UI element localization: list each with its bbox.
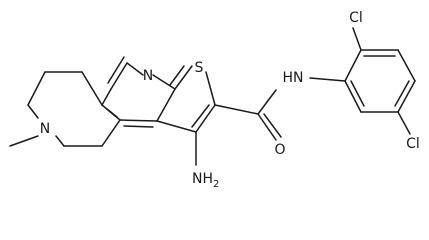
atom-label-amino: NH2: [192, 171, 219, 190]
amino-subscript: 2: [213, 179, 219, 190]
bond: [123, 125, 154, 128]
bond: [195, 104, 216, 133]
bond: [101, 119, 121, 147]
bond: [397, 80, 416, 113]
bond-set: [9, 27, 416, 166]
bond: [174, 65, 193, 90]
structure-canvas: N S HN O NH2 N Cl Cl: [9, 10, 420, 190]
bond: [156, 88, 176, 122]
bond: [119, 119, 158, 122]
bond: [397, 111, 411, 135]
bond: [397, 49, 416, 82]
bond: [263, 113, 282, 138]
atom-label-sulfur: S: [195, 60, 204, 76]
bond: [169, 65, 185, 86]
bond: [55, 135, 65, 147]
atom-label-carbonyl-oxygen: O: [274, 142, 285, 158]
bond: [191, 104, 210, 128]
bond: [101, 88, 112, 106]
atom-label-amide-nh: HN: [283, 70, 304, 86]
bond: [107, 56, 125, 84]
bond: [126, 62, 144, 76]
bond: [106, 108, 118, 118]
bond: [394, 80, 410, 107]
bond: [156, 120, 197, 133]
atom-labels: N S HN O NH2 N Cl Cl: [40, 10, 420, 190]
bond: [309, 77, 346, 82]
bond: [350, 80, 365, 107]
bond: [344, 80, 362, 113]
atom-label-chloro-top: Cl: [349, 10, 363, 26]
atom-label-piperidine-nitrogen: N: [40, 121, 50, 137]
bond: [9, 135, 39, 147]
bond: [27, 104, 39, 119]
atom-label-chloro-bottom: Cl: [406, 136, 420, 152]
bond: [352, 27, 362, 51]
bond: [214, 104, 259, 115]
bond: [152, 74, 176, 90]
amino-main: NH: [192, 171, 213, 187]
bond: [205, 71, 216, 106]
bond: [257, 89, 277, 115]
bond: [110, 62, 128, 90]
bond: [344, 49, 362, 82]
molecule-drawing: N S HN O NH2 N Cl Cl: [9, 10, 420, 190]
atom-label-ring-nitrogen: N: [143, 68, 153, 84]
bond: [81, 71, 103, 106]
bond: [257, 113, 277, 141]
bond: [27, 71, 46, 106]
